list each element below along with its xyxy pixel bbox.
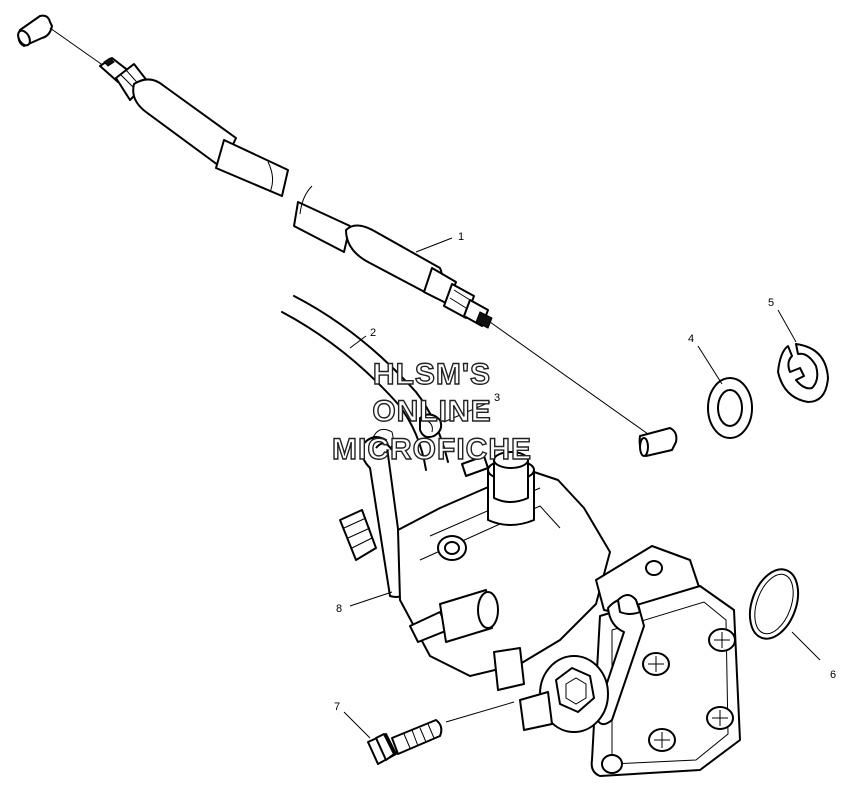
cable-upper-section	[17, 14, 289, 197]
watermark-line-3: MICROFICHE	[332, 433, 532, 466]
leader-lines	[343, 237, 821, 739]
callout-1: 1	[458, 231, 464, 243]
callout-2: 2	[370, 327, 376, 339]
cable-lower-section	[293, 185, 678, 457]
mounting-bolt	[367, 701, 515, 765]
watermark: HLSM'S ONLINE MICROFICHE	[331, 357, 532, 466]
cover-screw-bottom-left	[648, 728, 676, 752]
callout-5: 5	[768, 297, 774, 309]
o-ring	[748, 568, 800, 640]
washer	[707, 377, 753, 439]
watermark-line-2: ONLINE	[372, 395, 491, 428]
callout-8: 8	[336, 603, 342, 615]
cover-screw-bottom-right	[706, 706, 734, 730]
cover-screw-middle	[642, 652, 670, 676]
oil-pump-assembly	[339, 428, 741, 777]
retaining-clip	[777, 343, 829, 403]
callout-6: 6	[830, 669, 836, 681]
callout-7: 7	[334, 701, 340, 713]
watermark-line-1: HLSM'S	[373, 358, 491, 391]
callout-3: 3	[494, 392, 500, 404]
hose-clip	[419, 413, 443, 439]
callout-4: 4	[688, 333, 694, 345]
cover-screw-top-right	[708, 628, 736, 652]
hex-nut	[539, 655, 609, 733]
